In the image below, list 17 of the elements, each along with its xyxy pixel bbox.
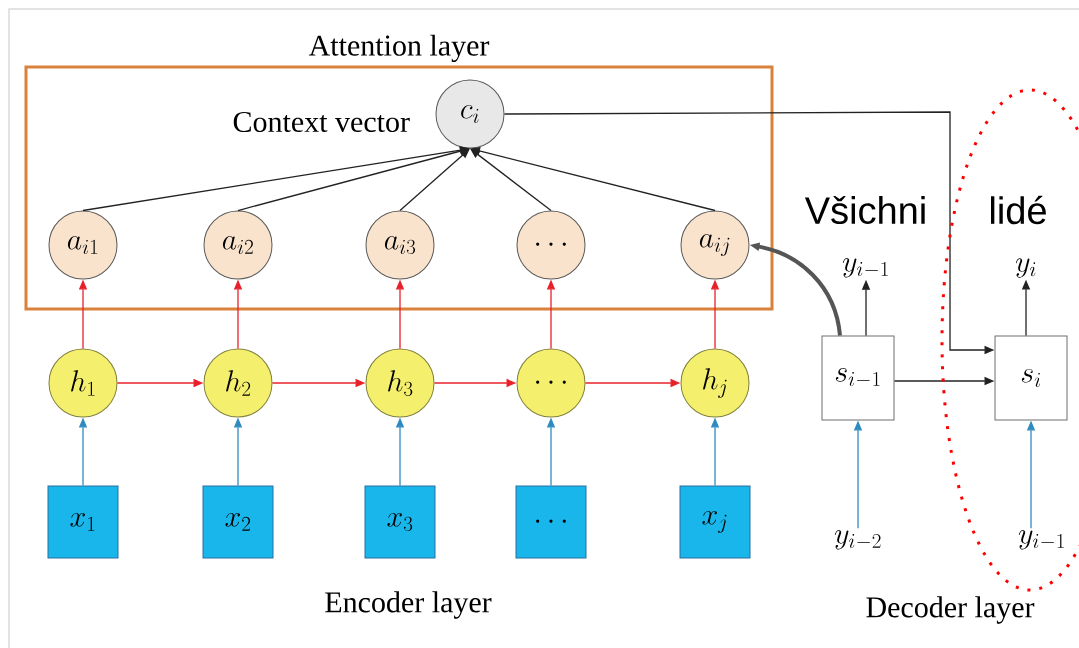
variable-label: $y_{i-1}$ [1018,530,1064,550]
layer-label: Decoder layer [866,596,1035,624]
input-box: $\cdots$ [515,485,587,559]
input-box: $x_{1}$ [47,485,119,559]
input-box: $x_{j}$ [679,485,751,559]
input-box: $x_{3}$ [364,485,436,559]
overlay-word: Všichni [804,196,925,225]
variable-label: $y_{i-2}$ [834,530,881,550]
input-box: $x_{2}$ [202,485,274,559]
variable-label: $y_{i-1}$ [842,258,888,278]
state-box: $s_{i}$ [994,335,1068,421]
layer-label: Encoder layer [325,591,492,619]
state-box: $s_{i-1}$ [821,335,895,421]
variable-label: $y_{i}$ [1015,258,1036,278]
node-caption: Context vector [233,111,410,133]
overlay-word: lidé [991,195,1046,225]
node-label: Attention layer [308,34,490,62]
